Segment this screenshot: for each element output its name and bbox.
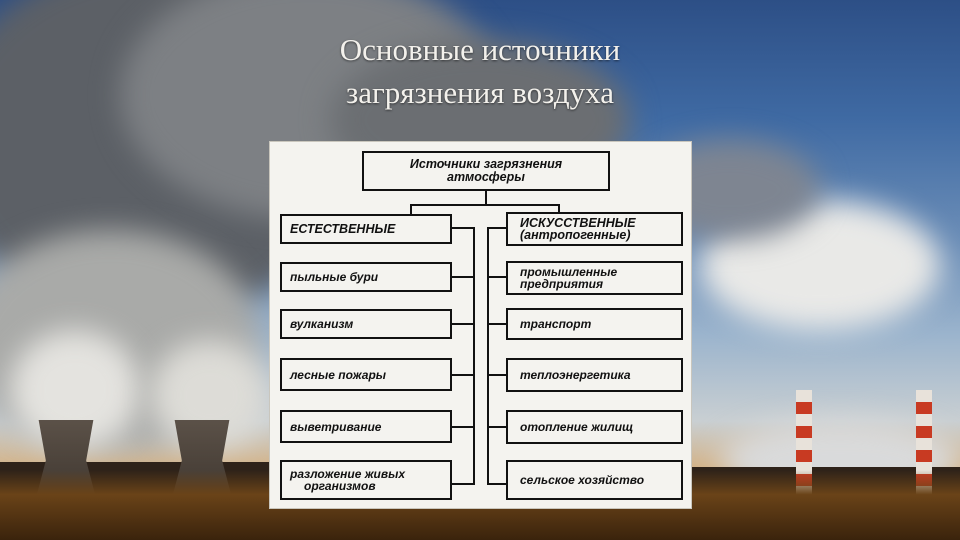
node-label: теплоэнергетика — [520, 369, 681, 381]
node-label: вулканизм — [290, 318, 450, 330]
root-node-line: атмосферы — [447, 171, 525, 184]
connector-line — [487, 374, 506, 376]
connector-line — [487, 227, 506, 229]
connector-line — [487, 276, 506, 278]
natural-source-node: лесные пожары — [280, 358, 452, 391]
heading-label: (антропогенные) — [520, 229, 681, 241]
diagram-panel: Источники загрязнения атмосферы ЕСТЕСТВЕ… — [269, 141, 692, 509]
connector-line — [487, 323, 506, 325]
natural-sources-heading: ЕСТЕСТВЕННЫЕ — [280, 214, 452, 244]
node-label: транспорт — [520, 318, 681, 330]
natural-source-node: выветривание — [280, 410, 452, 443]
connector-line — [410, 204, 560, 206]
connector-line — [452, 483, 475, 485]
node-label: пыльные бури — [290, 271, 450, 283]
connector-line — [485, 191, 487, 205]
connector-line — [452, 426, 475, 428]
node-label: выветривание — [290, 421, 450, 433]
connector-line — [487, 483, 506, 485]
root-node: Источники загрязнения атмосферы — [362, 151, 610, 191]
connector-line — [487, 426, 506, 428]
right-bus-line — [487, 227, 489, 485]
natural-source-node: пыльные бури — [280, 262, 452, 292]
node-label: лесные пожары — [290, 369, 450, 381]
connector-line — [452, 374, 475, 376]
artificial-sources-heading: ИСКУССТВЕННЫЕ (антропогенные) — [506, 212, 683, 246]
node-label: организмов — [290, 480, 450, 492]
connector-line — [452, 323, 475, 325]
title-line: Основные источники — [0, 28, 960, 71]
classification-diagram: Источники загрязнения атмосферы ЕСТЕСТВЕ… — [270, 142, 691, 508]
node-label: отопление жилищ — [520, 421, 681, 433]
connector-line — [452, 276, 475, 278]
left-bus-line — [473, 227, 475, 485]
artificial-source-node: транспорт — [506, 308, 683, 340]
artificial-source-node: сельское хозяйство — [506, 460, 683, 500]
connector-line — [452, 227, 475, 229]
artificial-source-node: теплоэнергетика — [506, 358, 683, 392]
node-label: сельское хозяйство — [520, 474, 681, 486]
natural-source-node: вулканизм — [280, 309, 452, 339]
artificial-source-node: промышленные предприятия — [506, 261, 683, 295]
title-line: загрязнения воздуха — [0, 71, 960, 114]
artificial-source-node: отопление жилищ — [506, 410, 683, 444]
natural-source-node: разложение живых организмов — [280, 460, 452, 500]
heading-label: ЕСТЕСТВЕННЫЕ — [290, 223, 450, 235]
node-label: предприятия — [520, 278, 681, 290]
slide-title: Основные источники загрязнения воздуха — [0, 28, 960, 114]
